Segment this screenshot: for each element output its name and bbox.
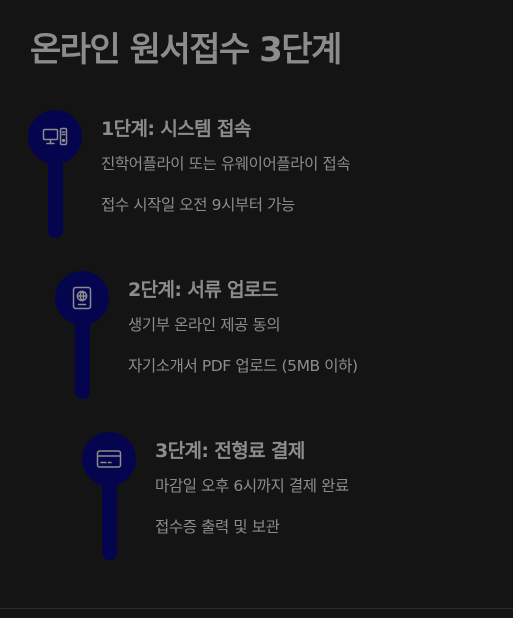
passport-icon <box>72 286 92 310</box>
step-1-detail-2: 접수 시작일 오전 9시부터 가능 <box>101 196 295 214</box>
step-2: 2단계: 서류 업로드 생기부 온라인 제공 동의 자기소개서 PDF 업로드 … <box>55 271 513 401</box>
step-2-stem <box>75 301 90 399</box>
step-3-detail-2: 접수증 출력 및 보관 <box>155 518 280 536</box>
step-1-stem <box>48 140 63 238</box>
step-2-detail-2: 자기소개서 PDF 업로드 (5MB 이하) <box>128 357 358 375</box>
credit-card-icon <box>96 450 122 468</box>
step-3-title: 3단계: 전형료 결제 <box>155 440 305 462</box>
bottom-divider <box>0 608 513 609</box>
step-1-marker <box>28 110 82 164</box>
step-2-title: 2단계: 서류 업로드 <box>128 279 278 301</box>
step-1: 1단계: 시스템 접속 진학어플라이 또는 유웨이어플라이 접속 접수 시작일 … <box>28 110 488 240</box>
step-3-marker <box>82 432 136 486</box>
step-3-stem <box>102 462 117 560</box>
step-3: 3단계: 전형료 결제 마감일 오후 6시까지 결제 완료 접수증 출력 및 보… <box>82 432 513 562</box>
computer-icon <box>42 127 68 146</box>
step-1-title: 1단계: 시스템 접속 <box>101 118 251 140</box>
step-3-detail-1: 마감일 오후 6시까지 결제 완료 <box>155 477 349 495</box>
page-title: 온라인 원서접수 3단계 <box>30 30 342 70</box>
step-2-detail-1: 생기부 온라인 제공 동의 <box>128 316 281 334</box>
step-1-detail-1: 진학어플라이 또는 유웨이어플라이 접속 <box>101 155 351 173</box>
step-2-marker <box>55 271 109 325</box>
